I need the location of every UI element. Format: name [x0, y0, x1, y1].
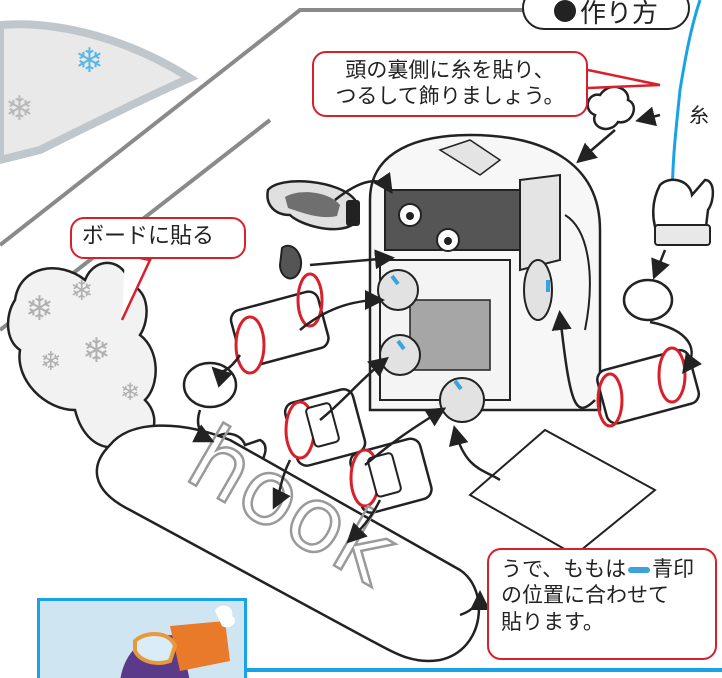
callout-note-line1b: 青印: [652, 557, 695, 581]
snowflake-icon: ❄: [25, 289, 54, 329]
goggles-piece: [266, 180, 360, 231]
snowflake-icon: ❄: [40, 347, 62, 377]
ear-piece: [278, 244, 303, 280]
callout-board: ボードに貼る: [70, 217, 246, 259]
small-cloud-piece: [586, 85, 636, 131]
mitten-right-piece: [622, 178, 715, 322]
blue-mark-icon: [628, 567, 651, 573]
snowflake-icon: ❄: [120, 378, 140, 406]
arm-cylinder-right-piece: [596, 346, 701, 428]
assembly-arrows: [192, 106, 702, 617]
snow-wing-piece: ❄ ❄: [0, 20, 199, 165]
base-sheet-piece: [468, 428, 657, 557]
snowflake-icon: ❄: [82, 331, 111, 371]
title-badge: 作り方: [522, 0, 690, 30]
snowflake-icon: ❄: [75, 41, 104, 81]
callout-tails: [120, 68, 661, 321]
leg-cylinder-left-piece: [283, 388, 367, 467]
bullet-dot-icon: [553, 0, 576, 22]
callout-note-line1a: うで、ももは: [501, 557, 627, 581]
finished-photo: [37, 598, 247, 678]
thread: [670, 0, 702, 211]
callout-hanging: 頭の裏側に糸を貼り、 つるして飾りましょう。: [312, 51, 588, 117]
head-piece: [368, 133, 602, 423]
callout-note-line2: の位置に合わせて: [501, 583, 669, 608]
callout-hanging-line1: 頭の裏側に糸を貼り、: [345, 58, 555, 82]
callout-note: うで、ももは 青印 の位置に合わせて 貼ります。: [487, 548, 717, 660]
page-title: 作り方: [579, 0, 658, 29]
leg-cylinder-right-piece: [349, 437, 433, 515]
callout-board-text: ボードに貼る: [82, 224, 215, 249]
callout-note-line3: 貼ります。: [501, 609, 604, 634]
snow-cloud-piece: ❄ ❄ ❄ ❄ ❄: [6, 261, 157, 449]
snowflake-icon: ❄: [70, 274, 93, 307]
snowflake-icon: ❄: [5, 89, 34, 129]
thread-label: 糸: [689, 103, 709, 127]
callout-hanging-line2: つるして飾りましょう。: [335, 84, 565, 109]
bottom-blue-rule: [245, 668, 722, 672]
photo-illustration: [40, 601, 244, 678]
arm-cylinder-left-piece: [229, 272, 330, 375]
callout-note-line1: うで、ももは 青印: [501, 556, 703, 582]
